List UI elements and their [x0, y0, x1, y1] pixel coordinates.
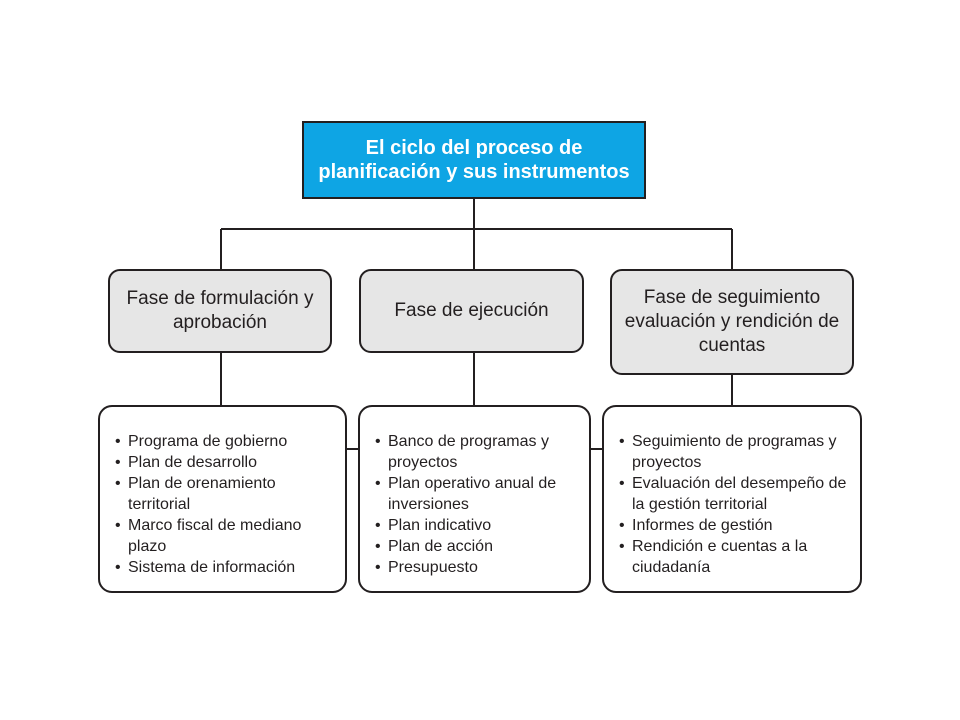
list-item: Plan de acción	[375, 536, 579, 557]
list-item: Sistema de información	[115, 557, 335, 578]
list-item: Marco fiscal de mediano plazo	[115, 515, 335, 557]
instrument-list-formulacion: Programa de gobierno Plan de desarrollo …	[98, 405, 347, 593]
list-item: Plan de desarrollo	[115, 452, 335, 473]
list-item: Seguimiento de programas y proyectos	[619, 431, 850, 473]
list-item: Informes de gestión	[619, 515, 850, 536]
phase-box-formulacion: Fase de formulación y aprobación	[108, 269, 332, 353]
list-item: Rendición e cuentas a la ciudadanía	[619, 536, 850, 578]
phase-box-seguimiento: Fase de seguimiento evaluación y rendici…	[610, 269, 854, 375]
list-item: Plan de orenamiento territorial	[115, 473, 335, 515]
instrument-list-ejecucion: Banco de programas y proyectos Plan oper…	[358, 405, 591, 593]
instrument-list: Banco de programas y proyectos Plan oper…	[374, 431, 579, 578]
list-item: Plan indicativo	[375, 515, 579, 536]
instrument-list: Programa de gobierno Plan de desarrollo …	[114, 431, 335, 578]
list-item: Evaluación del desempeño de la gestión t…	[619, 473, 850, 515]
instrument-list: Seguimiento de programas y proyectos Eva…	[618, 431, 850, 578]
phase-label: Fase de seguimiento evaluación y rendici…	[624, 287, 840, 356]
instrument-list-seguimiento: Seguimiento de programas y proyectos Eva…	[602, 405, 862, 593]
list-item: Plan operativo anual de inversiones	[375, 473, 579, 515]
phase-label: Fase de formulación y aprobación	[126, 288, 314, 333]
root-title-box: El ciclo del proceso de planificación y …	[302, 121, 646, 199]
phase-label: Fase de ejecución	[394, 300, 549, 321]
phase-box-ejecucion: Fase de ejecución	[359, 269, 584, 353]
list-item: Banco de programas y proyectos	[375, 431, 579, 473]
root-title: El ciclo del proceso de planificación y …	[318, 137, 630, 183]
list-item: Programa de gobierno	[115, 431, 335, 452]
list-item: Presupuesto	[375, 557, 579, 578]
